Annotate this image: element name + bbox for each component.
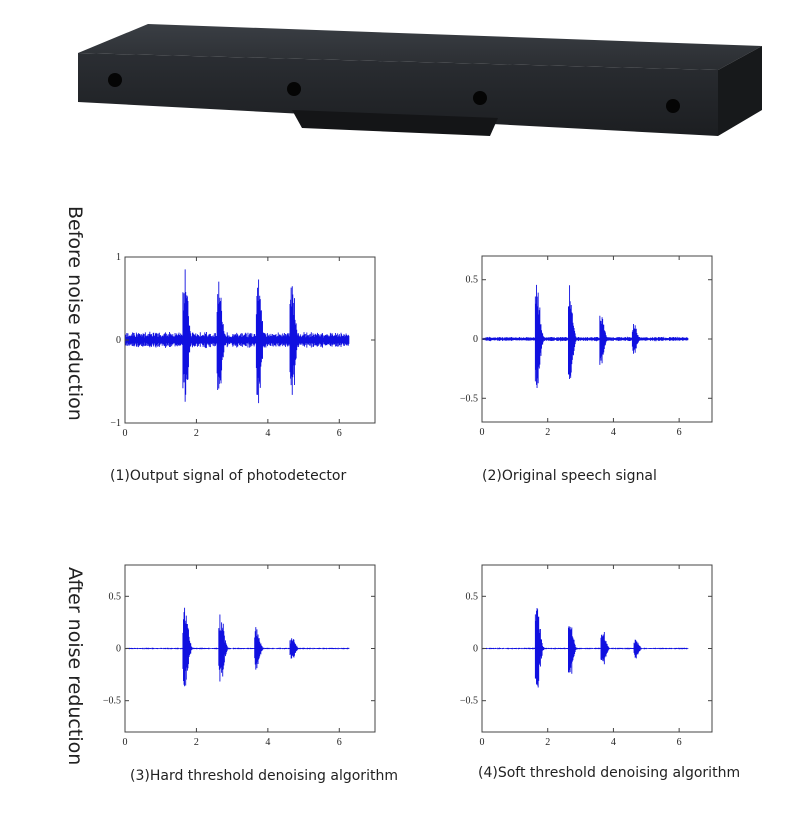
y-tick-label: −0.5 [460,393,478,404]
caption-hard-threshold: (3)Hard threshold denoising algorithm [130,768,398,784]
signal-trace [482,284,689,389]
device-side-face [718,46,762,136]
y-tick-label: 1 [116,252,121,263]
y-tick-label: −0.5 [103,696,121,707]
x-tick-label: 4 [611,427,616,438]
x-tick-label: 6 [337,428,342,439]
chart-svg: 0 2 4 6 −0.5 0 0.5 [460,564,713,748]
device-base [292,110,498,136]
before-noise-reduction-label: Before noise reduction [64,206,86,421]
x-tick-label: 0 [123,428,128,439]
y-tick-label: 0 [473,334,478,345]
chart-hard-threshold: 0 2 4 6 −0.5 0 0.5 [103,564,376,748]
y-tick-label: 0.5 [466,591,479,602]
y-tick-label: −1 [110,418,121,429]
signal-trace [482,608,689,688]
x-tick-label: 4 [611,737,616,748]
device-hole-1 [108,73,122,87]
x-tick-label: 6 [677,427,682,438]
signal-trace [125,607,350,687]
x-tick-label: 6 [337,737,342,748]
caption-soft-threshold: (4)Soft threshold denoising algorithm [478,765,741,781]
chart-soft-threshold: 0 2 4 6 −0.5 0 0.5 [460,564,713,748]
after-noise-reduction-label: After noise reduction [64,567,86,766]
photodetector-device-image [78,24,762,136]
x-tick-label: 2 [545,427,550,438]
x-tick-label: 4 [265,737,270,748]
signal-trace [125,269,350,404]
x-tick-label: 0 [123,737,128,748]
chart-svg: 0 2 4 6 −0.5 0 0.5 [460,255,713,438]
x-tick-label: 0 [480,427,485,438]
y-tick-label: 0.5 [466,275,479,286]
y-tick-label: −0.5 [460,696,478,707]
y-tick-label: 0 [116,335,121,346]
x-tick-label: 2 [545,737,550,748]
x-tick-label: 6 [677,737,682,748]
y-tick-label: 0 [116,644,121,655]
device-front-face [78,53,718,136]
device-hole-3 [473,91,487,105]
x-tick-label: 2 [194,737,199,748]
y-tick-label: 0 [473,644,478,655]
caption-original-speech: (2)Original speech signal [482,468,657,484]
device-hole-2 [287,82,301,96]
device-top-face [78,24,762,70]
caption-photodetector-output: (1)Output signal of photodetector [110,468,347,484]
y-tick-label: 0.5 [109,591,122,602]
device-hole-4 [666,99,680,113]
chart-original-speech: 0 2 4 6 −0.5 0 0.5 [460,255,713,438]
x-tick-label: 0 [480,737,485,748]
x-tick-label: 2 [194,428,199,439]
x-tick-label: 4 [265,428,270,439]
chart-svg: 0 2 4 6 −0.5 0 0.5 [103,564,376,748]
